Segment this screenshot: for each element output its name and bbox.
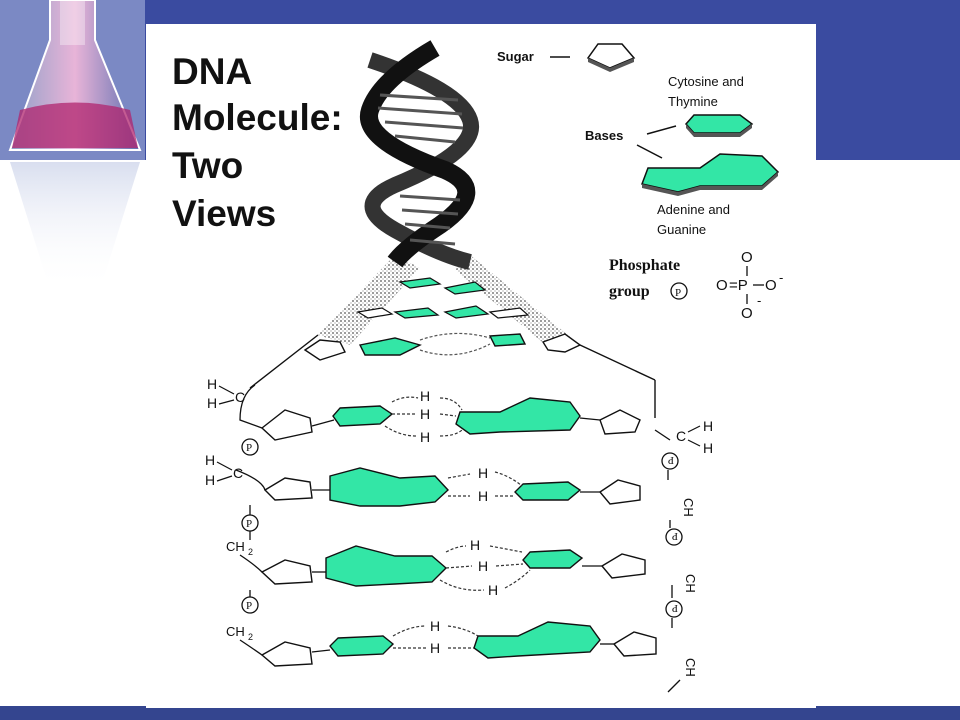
- left-c-label: C: [235, 389, 245, 405]
- left-h-label: H: [205, 452, 215, 468]
- left-h-label: H: [207, 376, 217, 392]
- left-ch2-label: CH: [226, 624, 245, 639]
- formula-minus-right: -: [779, 270, 783, 285]
- right-c-label: C: [676, 428, 686, 444]
- hbond-h-label: H: [430, 618, 440, 634]
- hbond-h-label: H: [430, 640, 440, 656]
- phosphate-p-letter: P: [246, 518, 252, 530]
- double-helix: [318, 40, 580, 350]
- phosphate-p-letter: P: [672, 530, 678, 542]
- hbond-h-label: H: [420, 429, 430, 445]
- left-h-label: H: [205, 472, 215, 488]
- phosphate-label-1: Phosphate: [609, 257, 680, 274]
- right-ch2-label: CH: [683, 658, 698, 677]
- formula-eq-p: =P: [729, 277, 748, 294]
- phosphate-p-letter: P: [246, 442, 252, 454]
- phosphate-p-letter: P: [672, 602, 678, 614]
- phosphate-p-icon: [241, 514, 259, 532]
- hbond-h-label: H: [478, 488, 488, 504]
- title-line-2: Molecule:: [172, 97, 343, 138]
- hbond-h-label: H: [420, 406, 430, 422]
- right-ch2-label: CH: [683, 574, 698, 593]
- phosphate-p-icon: [665, 528, 683, 546]
- slide-bottom-band: [0, 706, 960, 720]
- sugar-label: Sugar: [497, 49, 534, 64]
- phosphate-p-icon: [241, 438, 259, 456]
- bases-label: Bases: [585, 128, 623, 143]
- formula-minus-bottom: -: [757, 293, 761, 308]
- hbond-h-label: H: [478, 558, 488, 574]
- left-ch2-subscript: 2: [248, 632, 253, 642]
- pyrimidine-base-icon: [684, 114, 754, 134]
- flask-decoration-image: [0, 0, 145, 290]
- diagram-panel: [146, 24, 816, 708]
- ladder-view: H H H H H H H H H H H H C H H C CH 2 CH …: [205, 332, 713, 693]
- cytosine-thymine-label-2: Thymine: [668, 94, 718, 109]
- left-ch2-subscript: 2: [248, 547, 253, 557]
- phosphate-symbol-letter: P: [675, 287, 681, 299]
- right-h-label: H: [703, 440, 713, 456]
- formula-o-top: O: [741, 249, 753, 266]
- phosphate-p-icon: [241, 596, 259, 614]
- title-line-1: DNA: [172, 51, 253, 92]
- phosphate-p-letter: P: [668, 454, 674, 466]
- phosphate-p-icon: [665, 600, 683, 618]
- formula-o-right: O: [765, 277, 777, 294]
- adenine-guanine-label-1: Adenine and: [657, 202, 730, 217]
- phosphate-symbol-icon: [670, 282, 688, 300]
- phosphate-label-2: group: [609, 283, 650, 300]
- hbond-h-label: H: [420, 388, 430, 404]
- hbond-h-label: H: [478, 465, 488, 481]
- cytosine-thymine-label-1: Cytosine and: [668, 74, 744, 89]
- title-line-3: Two: [172, 145, 244, 186]
- left-h-label: H: [207, 395, 217, 411]
- adenine-guanine-label-2: Guanine: [657, 222, 706, 237]
- left-ch2-label: CH: [226, 539, 245, 554]
- right-ch2-label: CH: [681, 498, 696, 517]
- phosphate-formula: O O =P O - O -: [716, 249, 783, 322]
- formula-o-bottom: O: [741, 305, 753, 322]
- legend: Sugar Cytosine and Thymine Bases Adenine…: [497, 43, 783, 322]
- left-c-label: C: [233, 465, 243, 481]
- formula-o-left: O: [716, 277, 728, 294]
- hbond-h-label: H: [470, 537, 480, 553]
- title-line-4: Views: [172, 193, 277, 234]
- right-h-label: H: [703, 418, 713, 434]
- phosphate-p-letter: P: [246, 600, 252, 612]
- hbond-h-label: H: [488, 582, 498, 598]
- phosphate-p-icon: [661, 452, 679, 470]
